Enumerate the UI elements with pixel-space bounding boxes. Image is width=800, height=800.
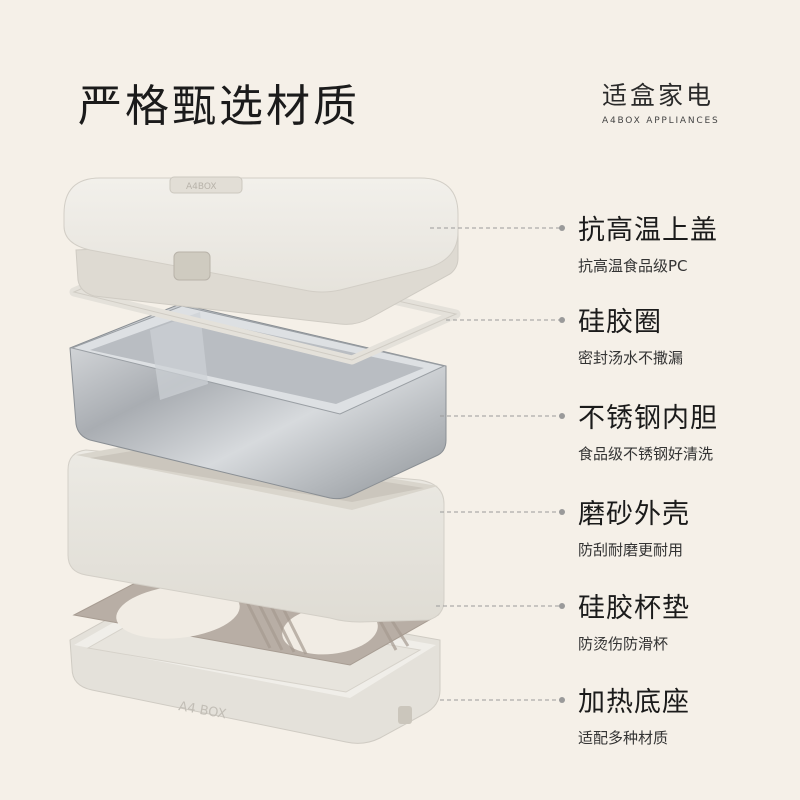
component-label-base: 加热底座 适配多种材质 — [578, 680, 690, 748]
callout-dot-base — [559, 697, 565, 703]
component-label-shell: 磨砂外壳 防刮耐磨更耐用 — [578, 492, 690, 560]
component-description: 防烫伤防滑杯 — [578, 635, 669, 653]
lid-logo: A4BOX — [186, 182, 217, 192]
lid-vent — [169, 176, 243, 194]
callout-dot-shell — [559, 509, 565, 515]
brand-name-en: A4BOX APPLIANCES — [602, 116, 720, 126]
lid: A4BOX — [63, 176, 459, 325]
component-label-steel: 不锈钢内胆 食品级不锈钢好清洗 — [578, 396, 718, 464]
page-title: 严格甄选材质 — [78, 81, 360, 132]
component-name: 硅胶杯垫 — [578, 593, 690, 624]
steel-inner-container — [69, 303, 447, 500]
callout-dot-ring — [559, 317, 565, 323]
brand-logo: 适盒家电 A4BOX APPLIANCES — [602, 76, 720, 126]
component-name: 抗高温上盖 — [578, 215, 718, 246]
base-connector — [398, 706, 412, 724]
component-description: 防刮耐磨更耐用 — [578, 541, 684, 559]
callouts — [430, 225, 565, 703]
callout-dot-steel — [559, 413, 565, 419]
callout-dot-lid — [559, 225, 565, 231]
component-name: 硅胶圈 — [578, 307, 662, 338]
component-description: 密封汤水不撒漏 — [578, 349, 684, 367]
callout-dot-pad — [559, 603, 565, 609]
lid-latch — [173, 251, 211, 281]
component-description: 适配多种材质 — [578, 729, 669, 747]
component-description: 食品级不锈钢好清洗 — [578, 445, 714, 463]
brand-name-cn: 适盒家电 — [602, 81, 715, 110]
component-description: 抗高温食品级PC — [578, 257, 688, 275]
component-label-ring: 硅胶圈 密封汤水不撒漏 — [578, 300, 683, 368]
component-label-lid: 抗高温上盖 抗高温食品级PC — [578, 208, 718, 276]
component-name: 不锈钢内胆 — [578, 403, 718, 434]
component-name: 加热底座 — [578, 687, 690, 718]
component-name: 磨砂外壳 — [578, 499, 690, 530]
component-label-pad: 硅胶杯垫 防烫伤防滑杯 — [578, 586, 690, 654]
